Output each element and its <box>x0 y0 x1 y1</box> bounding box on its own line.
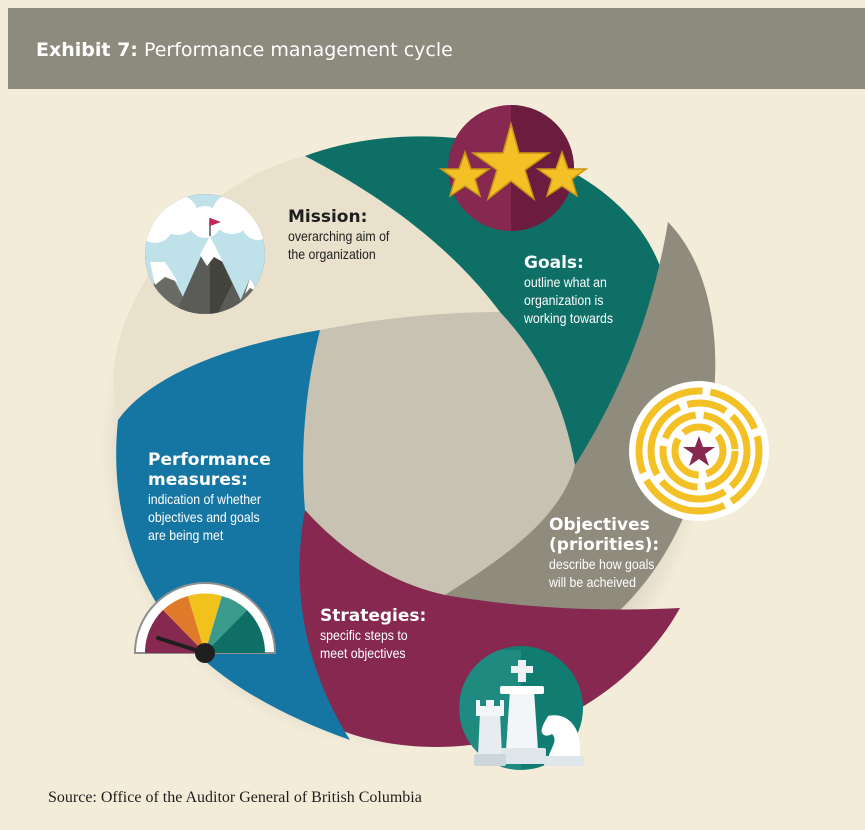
strategies-title: Strategies: <box>320 606 427 626</box>
strategies-desc-line-2: meet objectives <box>320 645 406 661</box>
chess-icon <box>459 646 584 770</box>
segment-strategies <box>294 510 680 747</box>
goals-desc-line-1: outline what an <box>524 274 607 290</box>
goals-desc-line-2: organization is <box>524 292 604 308</box>
exhibit-label: Exhibit 7: <box>36 39 138 61</box>
segment-goals <box>305 136 668 465</box>
strategies-label: Strategies: specific steps to meet objec… <box>320 606 426 662</box>
measures-desc-line-2: objectives and goals <box>148 509 260 525</box>
goals-label: Goals: outline what an organization is w… <box>524 253 625 327</box>
gauge-icon <box>133 582 277 663</box>
objectives-label: Objectives (priorities): describe how go… <box>549 515 669 591</box>
maze-icon <box>629 381 769 521</box>
objectives-title-line-2: (priorities): <box>549 535 660 555</box>
exhibit-title-text: Performance management cycle <box>143 39 453 61</box>
exhibit-header: Exhibit 7: Performance management cycle <box>8 8 865 89</box>
segment-objectives <box>445 222 716 610</box>
strategies-desc-line-1: specific steps to <box>320 627 408 643</box>
mission-desc-line-1: overarching aim of <box>288 228 390 244</box>
measures-title-line-1: Performance <box>148 450 271 470</box>
source-note: Source: Office of the Auditor General of… <box>48 789 422 806</box>
mission-label: Mission: overarching aim of the organiza… <box>288 207 403 263</box>
measures-title-line-2: measures: <box>148 470 248 490</box>
goals-title: Goals: <box>524 253 584 273</box>
segment-measures <box>116 330 350 740</box>
mission-title: Mission: <box>288 207 368 227</box>
mission-desc-line-2: the organization <box>288 246 376 262</box>
objectives-desc-line-1: describe how goals <box>549 556 655 572</box>
goals-desc-line-3: working towards <box>524 310 614 326</box>
measures-desc-line-1: indication of whether <box>148 491 262 507</box>
measures-label: Performance measures: indication of whet… <box>148 450 276 544</box>
objectives-title-line-1: Objectives <box>549 515 650 535</box>
measures-desc-line-3: are being met <box>148 527 224 543</box>
exhibit-title: Exhibit 7: Performance management cycle <box>36 39 453 61</box>
objectives-desc-line-2: will be acheived <box>549 574 636 590</box>
